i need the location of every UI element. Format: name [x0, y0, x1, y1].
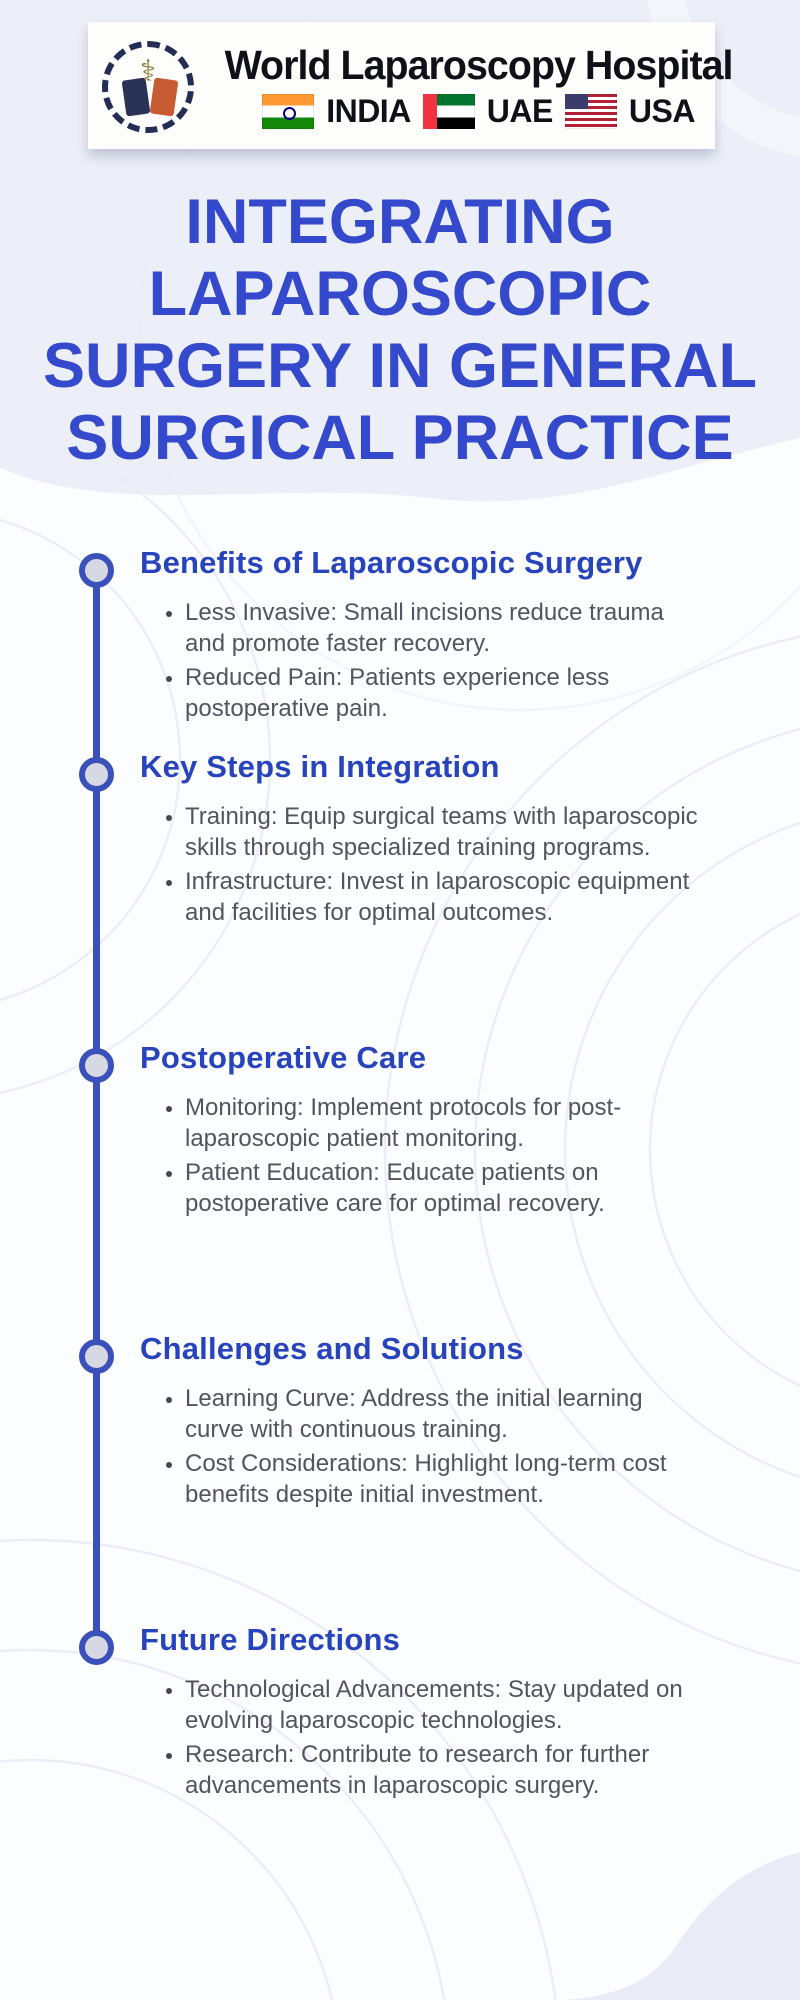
bullet-item: Research: Contribute to research for fur… [185, 1739, 705, 1801]
country-label-uae: UAE [486, 93, 554, 129]
bullet-item: Monitoring: Implement protocols for post… [185, 1092, 705, 1154]
bullet-item: Cost Considerations: Highlight long-term… [185, 1448, 705, 1510]
page-title-line: SURGERY IN GENERAL [42, 331, 758, 401]
bullet-item: Reduced Pain: Patients experience less p… [185, 662, 705, 724]
section-bullet-list: Monitoring: Implement protocols for post… [140, 1092, 705, 1219]
section-bullet-list: Less Invasive: Small incisions reduce tr… [140, 597, 705, 724]
country-label-usa: USA [628, 93, 696, 129]
timeline-node [79, 1630, 114, 1665]
country-flags-row: INDIA UAE USA [262, 93, 695, 130]
hospital-emblem: ⚕ [96, 31, 200, 141]
timeline-node [79, 1339, 114, 1374]
india-flag-icon [262, 94, 315, 129]
bullet-item: Patient Education: Educate patients on p… [185, 1157, 705, 1219]
bullet-item: Infrastructure: Invest in laparoscopic e… [185, 866, 705, 928]
timeline-section: Challenges and SolutionsLearning Curve: … [140, 1328, 712, 1513]
timeline-node [79, 757, 114, 792]
laurel-wreath-icon [102, 40, 194, 133]
page-title-line: SURGICAL PRACTICE [66, 403, 734, 473]
section-heading: Challenges and Solutions [140, 1331, 524, 1366]
page-title-line: LAPAROSCOPIC [148, 259, 652, 329]
bullet-item: Training: Equip surgical teams with lapa… [185, 801, 705, 863]
timeline-section: Benefits of Laparoscopic SurgeryLess Inv… [140, 542, 712, 727]
hospital-logo-card: ⚕ World Laparoscopy Hospital INDIA UAE U… [88, 22, 733, 149]
country-label-india: INDIA [326, 93, 411, 129]
timeline-node [79, 1048, 114, 1083]
logo-text-block: World Laparoscopy Hospital INDIA UAE USA [214, 41, 743, 130]
section-bullet-list: Learning Curve: Address the initial lear… [140, 1383, 705, 1510]
timeline-section: Postoperative CareMonitoring: Implement … [140, 1037, 712, 1222]
section-bullet-list: Training: Equip surgical teams with lapa… [140, 801, 705, 928]
emblem-card-navy [121, 77, 151, 116]
bullet-item: Learning Curve: Address the initial lear… [185, 1383, 705, 1445]
bullet-item: Technological Advancements: Stay updated… [185, 1674, 705, 1736]
timeline-section: Future DirectionsTechnological Advanceme… [140, 1619, 712, 1804]
uae-flag-icon [422, 94, 475, 129]
section-heading: Future Directions [140, 1622, 401, 1657]
section-heading: Benefits of Laparoscopic Surgery [140, 545, 643, 580]
section-heading: Key Steps in Integration [140, 749, 500, 784]
page-title-line: INTEGRATING [185, 187, 615, 257]
timeline-section: Key Steps in IntegrationTraining: Equip … [140, 746, 712, 931]
timeline-line [93, 570, 100, 1642]
hospital-name: World Laparoscopy Hospital [224, 42, 734, 88]
section-bullet-list: Technological Advancements: Stay updated… [140, 1674, 705, 1801]
timeline-node [79, 553, 114, 588]
section-heading: Postoperative Care [140, 1040, 427, 1075]
emblem-card-red [149, 77, 179, 116]
usa-flag-icon [564, 94, 617, 129]
bullet-item: Less Invasive: Small incisions reduce tr… [185, 597, 705, 659]
